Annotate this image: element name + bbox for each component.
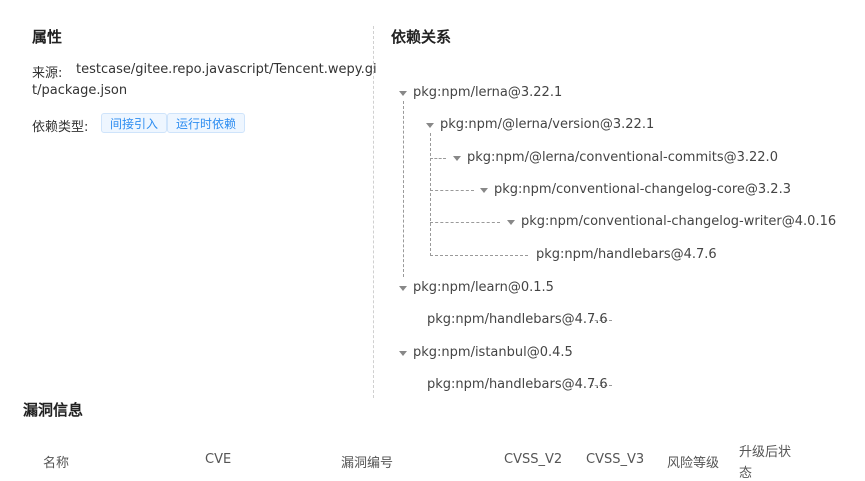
column-header-upgrade-status: 升级后状 xyxy=(739,445,792,460)
tree-node-learn[interactable]: pkg:npm/learn@0.1.5 xyxy=(413,280,554,295)
dependencies-title: 依赖关系 xyxy=(391,28,452,46)
dependency-type-label: 依赖类型: xyxy=(32,120,89,135)
expand-caret-icon[interactable] xyxy=(399,351,407,356)
tree-node-handlebars[interactable]: pkg:npm/handlebars@4.7.6 xyxy=(536,247,717,262)
column-header-name: 名称 xyxy=(43,456,70,471)
column-header-vuln-id: 漏洞编号 xyxy=(341,456,394,471)
expand-caret-icon[interactable] xyxy=(399,286,407,291)
tag-indirect: 间接引入 xyxy=(101,113,168,133)
tree-node-handlebars[interactable]: pkg:npm/handlebars@4.7.6 xyxy=(427,312,608,327)
tree-branch xyxy=(590,320,612,321)
vulnerabilities-title: 漏洞信息 xyxy=(23,401,84,419)
tree-node-changelog-core[interactable]: pkg:npm/conventional-changelog-core@3.2.… xyxy=(494,182,791,197)
expand-caret-icon[interactable] xyxy=(507,220,515,225)
tree-node-lerna[interactable]: pkg:npm/lerna@3.22.1 xyxy=(413,85,563,100)
source-label: 来源: xyxy=(32,66,63,81)
source-value-line1: testcase/gitee.repo.javascript/Tencent.w… xyxy=(76,62,377,77)
column-header-cvss-v2: CVSS_V2 xyxy=(504,452,563,467)
expand-caret-icon[interactable] xyxy=(453,156,461,161)
tree-branch xyxy=(590,385,612,386)
column-header-cve: CVE xyxy=(205,452,232,467)
tree-branch xyxy=(430,158,446,159)
tree-node-lerna-version[interactable]: pkg:npm/@lerna/version@3.22.1 xyxy=(440,117,655,132)
tree-branch xyxy=(430,190,474,191)
column-header-cvss-v3: CVSS_V3 xyxy=(586,452,645,467)
tree-node-changelog-writer[interactable]: pkg:npm/conventional-changelog-writer@4.… xyxy=(521,214,837,229)
column-header-risk-level: 风险等级 xyxy=(667,456,720,471)
tree-branch xyxy=(430,255,528,256)
expand-caret-icon[interactable] xyxy=(480,188,488,193)
tree-node-istanbul[interactable]: pkg:npm/istanbul@0.4.5 xyxy=(413,345,573,360)
tag-runtime: 运行时依赖 xyxy=(167,113,246,133)
section-divider xyxy=(373,26,374,398)
source-value-line2: t/package.json xyxy=(32,83,128,98)
tree-branch xyxy=(430,222,500,223)
properties-title: 属性 xyxy=(32,28,63,46)
tree-node-conventional-commits[interactable]: pkg:npm/@lerna/conventional-commits@3.22… xyxy=(467,150,778,165)
column-header-upgrade-status-wrap: 态 xyxy=(739,466,753,481)
tree-line-version xyxy=(430,133,431,256)
expand-caret-icon[interactable] xyxy=(399,91,407,96)
tree-line-root xyxy=(403,101,404,277)
expand-caret-icon[interactable] xyxy=(426,123,434,128)
tree-node-handlebars[interactable]: pkg:npm/handlebars@4.7.6 xyxy=(427,377,608,392)
